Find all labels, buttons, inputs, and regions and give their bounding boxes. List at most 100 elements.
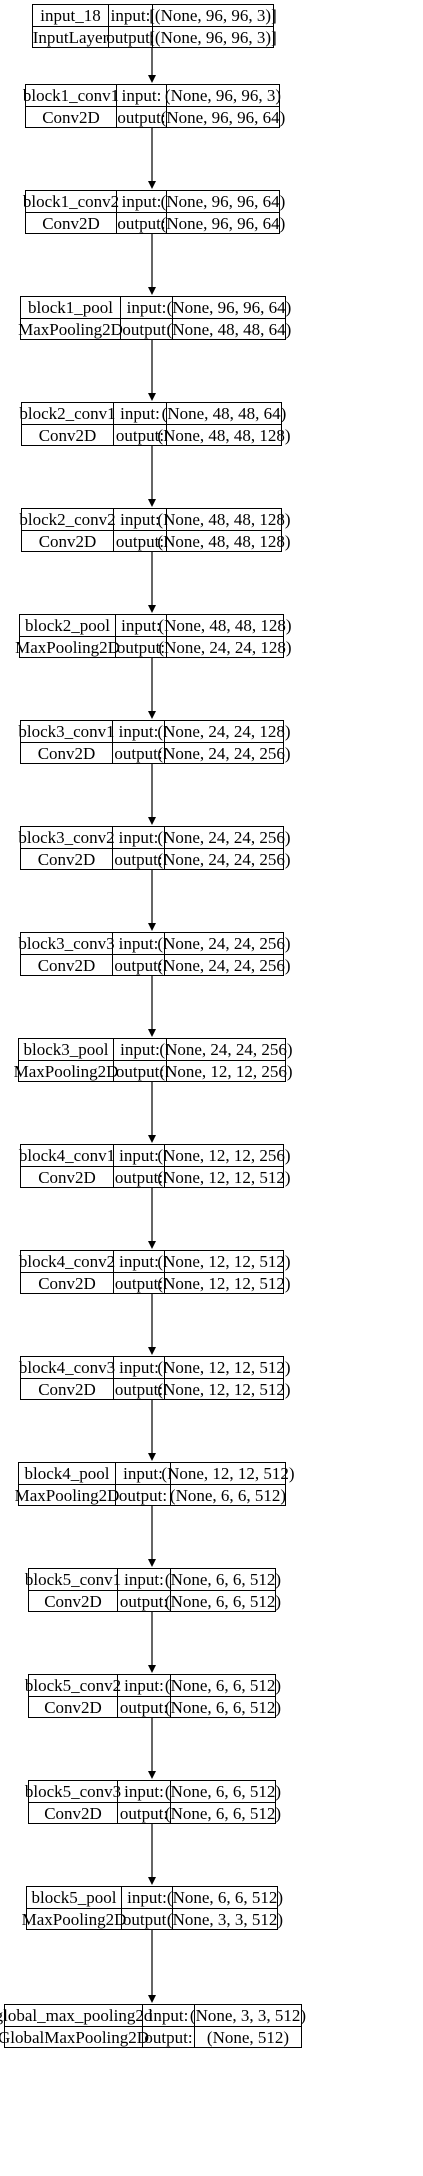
output-shape: (None, 12, 12, 512): [157, 1168, 291, 1187]
layer-type: MaxPooling2D: [21, 1910, 127, 1929]
row-divider: [19, 1484, 285, 1485]
arrowhead: [148, 181, 156, 189]
row-divider: [22, 424, 281, 425]
layer-name: block3_conv3: [18, 934, 115, 953]
input-shape: (None, 24, 24, 256): [157, 934, 291, 953]
arrowhead: [148, 923, 156, 931]
output-label: output:: [116, 638, 166, 657]
input-label: input:: [121, 192, 162, 211]
input-shape: (None, 96, 96, 64): [160, 192, 286, 211]
layer-name: block2_conv2: [19, 510, 116, 529]
row-divider: [27, 1908, 277, 1909]
layer-name: block5_conv3: [24, 1782, 122, 1801]
output-label: output:: [115, 532, 165, 551]
row-divider: [29, 1590, 275, 1591]
input-label: input:: [123, 1464, 163, 1483]
arrowhead: [148, 1453, 156, 1461]
input-label: input:: [126, 298, 167, 317]
output-label: output:: [114, 956, 163, 975]
row-divider: [21, 1166, 283, 1167]
row-divider: [22, 530, 281, 531]
layer-type: Conv2D: [42, 214, 100, 233]
output-label: output:: [117, 108, 166, 127]
arrowhead: [148, 1029, 156, 1037]
input-shape: (None, 24, 24, 128): [157, 722, 291, 741]
input-label: input:: [120, 510, 160, 529]
layer-name: input_18: [40, 6, 101, 25]
layer-name: block2_conv1: [19, 404, 116, 423]
output-shape: (None, 6, 6, 512): [164, 1698, 282, 1717]
input-shape: (None, 6, 6, 512): [164, 1570, 282, 1589]
output-label: output:: [122, 320, 171, 339]
layer-type: Conv2D: [38, 532, 97, 551]
output-label: output:: [119, 1804, 169, 1823]
output-shape: (None, 96, 96, 64): [160, 108, 286, 127]
layer-type: Conv2D: [37, 744, 96, 763]
input-label: input:: [118, 934, 159, 953]
output-shape: (None, 6, 6, 512): [164, 1592, 282, 1611]
row-divider: [26, 212, 279, 213]
output-label: output:: [119, 1698, 169, 1717]
layer-type: Conv2D: [38, 1380, 96, 1399]
input-label: input:: [118, 828, 159, 847]
input-shape: (None, 48, 48, 128): [158, 616, 292, 635]
input-label: input:: [119, 1146, 159, 1165]
layer-name: block3_conv2: [18, 828, 115, 847]
layer-name: block1_conv1: [22, 86, 120, 105]
arrowhead: [148, 75, 156, 83]
output-label: output:: [114, 1380, 164, 1399]
output-shape: (None, 512): [206, 2028, 290, 2047]
output-label: output:: [118, 1486, 168, 1505]
input-shape: (None, 6, 6, 512): [164, 1782, 282, 1801]
output-shape: (None, 96, 96, 64): [160, 214, 286, 233]
row-divider: [21, 1378, 283, 1379]
arrowhead: [148, 1665, 156, 1673]
input-shape: (None, 12, 12, 512): [157, 1358, 291, 1377]
input-shape: [(None, 96, 96, 3)]: [149, 6, 277, 25]
layer-type: MaxPooling2D: [15, 638, 120, 657]
input-label: input:: [120, 1040, 160, 1059]
input-shape: (None, 24, 24, 256): [159, 1040, 293, 1059]
output-shape: (None, 3, 3, 512): [166, 1910, 284, 1929]
input-shape: (None, 12, 12, 512): [161, 1464, 295, 1483]
arrowhead: [148, 1995, 156, 2003]
arrowhead: [148, 1347, 156, 1355]
row-divider: [21, 848, 283, 849]
output-shape: (None, 48, 48, 64): [166, 320, 292, 339]
arrowhead: [148, 1877, 156, 1885]
layer-name: block4_conv1: [18, 1146, 116, 1165]
row-divider: [29, 1696, 275, 1697]
input-shape: (None, 12, 12, 512): [157, 1252, 291, 1271]
input-label: input:: [110, 6, 151, 25]
output-shape: (None, 12, 12, 256): [159, 1062, 293, 1081]
input-shape: (None, 96, 96, 64): [166, 298, 292, 317]
input-shape: (None, 3, 3, 512): [189, 2006, 307, 2025]
layer-name: global_max_pooling2d: [0, 2006, 153, 2025]
output-shape: (None, 6, 6, 512): [164, 1804, 282, 1823]
input-label: input:: [121, 86, 162, 105]
output-shape: (None, 48, 48, 128): [157, 426, 291, 445]
input-label: input:: [119, 1358, 159, 1377]
output-label: output:: [115, 1062, 165, 1081]
layer-name: block5_pool: [31, 1888, 117, 1907]
row-divider: [21, 1272, 283, 1273]
arrowhead: [148, 1771, 156, 1779]
output-shape: [(None, 96, 96, 3)]: [149, 28, 277, 47]
input-label: input:: [119, 1252, 159, 1271]
input-shape: (None, 6, 6, 512): [166, 1888, 284, 1907]
row-divider: [33, 26, 273, 27]
arrowhead: [148, 817, 156, 825]
output-label: output:: [144, 2028, 193, 2047]
